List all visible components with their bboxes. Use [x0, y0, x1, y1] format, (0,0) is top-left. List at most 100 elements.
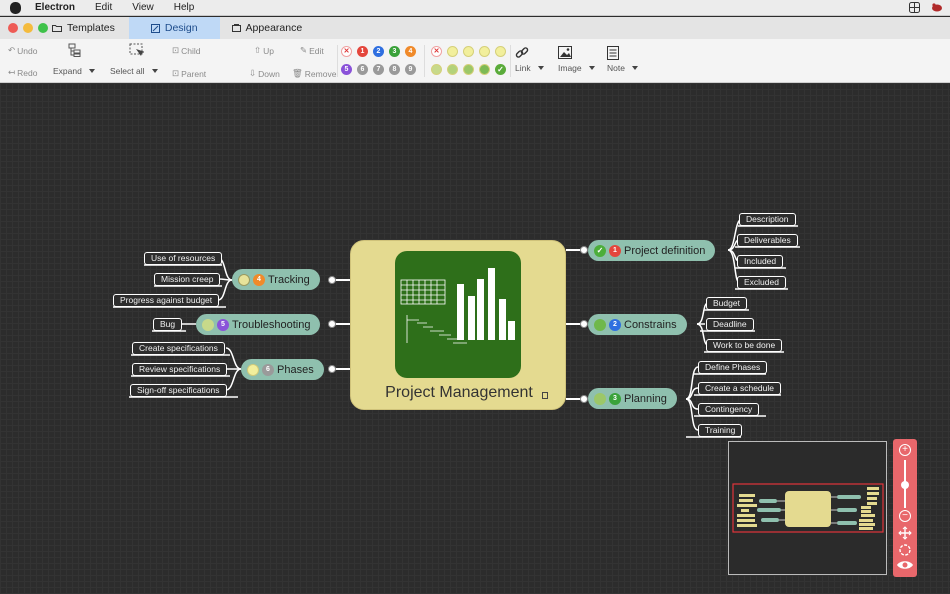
collapse-toggle[interactable]	[328, 365, 336, 373]
progress-0-icon[interactable]	[447, 46, 458, 57]
window-titlebar: Templates Design Appearance	[0, 17, 950, 39]
priority-7-icon[interactable]: 7	[373, 64, 384, 75]
undo-button[interactable]: ↶Undo	[8, 45, 38, 56]
subtopic[interactable]: Mission creep	[154, 273, 221, 286]
note-indicator-icon[interactable]	[542, 392, 548, 399]
arrow-down-icon: ⇩	[249, 68, 257, 78]
subtopic[interactable]: Progress against budget	[113, 294, 220, 307]
expand-dropdown[interactable]: Expand	[53, 66, 95, 76]
topic-tracking[interactable]: 4 Tracking	[232, 269, 320, 290]
subtopic[interactable]: Create specifications	[132, 342, 225, 355]
subtopic[interactable]: Define Phases	[698, 361, 768, 374]
select-all-icon[interactable]	[129, 43, 144, 57]
collapse-toggle[interactable]	[580, 246, 588, 254]
priority-4-icon[interactable]: 4	[405, 46, 416, 57]
progress-6-icon[interactable]	[463, 64, 474, 75]
subtopic[interactable]: Sign-off specifications	[130, 384, 227, 397]
progress-5-icon[interactable]	[447, 64, 458, 75]
note-icon[interactable]	[607, 46, 619, 60]
subtopic[interactable]: Contingency	[698, 403, 760, 416]
progress-icon	[594, 392, 606, 405]
priority-8-icon[interactable]: 8	[389, 64, 400, 75]
priority-1-icon[interactable]: 1	[357, 46, 368, 57]
zoom-out-button[interactable]: −	[899, 510, 911, 522]
progress-done-icon[interactable]: ✓	[495, 64, 506, 75]
redo-button[interactable]: ↤Redo	[8, 67, 38, 78]
zoom-window-button[interactable]	[38, 23, 48, 33]
subtopic[interactable]: Included	[737, 255, 784, 268]
subtopic[interactable]: Work to be done	[706, 339, 783, 352]
tab-design[interactable]: Design	[128, 17, 220, 39]
eye-icon[interactable]	[896, 559, 914, 571]
progress-1-icon[interactable]	[463, 46, 474, 57]
priority-3-icon: 3	[609, 392, 621, 405]
progress-2-icon[interactable]	[479, 46, 490, 57]
priority-5-icon[interactable]: 5	[341, 64, 352, 75]
priority-6-icon[interactable]: 6	[357, 64, 368, 75]
topic-planning[interactable]: 3 Planning	[588, 388, 677, 409]
subtopic[interactable]: Budget	[706, 297, 747, 310]
menu-app[interactable]: Electron	[35, 1, 76, 13]
zoom-slider-handle[interactable]	[901, 481, 909, 489]
collapse-toggle[interactable]	[328, 320, 336, 328]
topic-constrains[interactable]: 2 Constrains	[588, 314, 687, 335]
subtopic[interactable]: Description	[739, 213, 796, 226]
subtopic[interactable]: Excluded	[737, 276, 786, 289]
move-up-button[interactable]: ⇧Up	[254, 45, 274, 56]
image-icon[interactable]	[558, 46, 572, 59]
priority-6-icon: 6	[262, 363, 274, 376]
topic-phases[interactable]: 6 Phases	[241, 359, 324, 380]
priority-3-icon[interactable]: 3	[389, 46, 400, 57]
toolbar: ↶Undo ↤Redo Expand Select all ⊡Child ⊡Pa…	[0, 39, 950, 83]
input-source-icon[interactable]	[909, 2, 920, 13]
minimize-window-button[interactable]	[23, 23, 33, 33]
select-all-dropdown[interactable]: Select all	[110, 66, 158, 76]
topic-troubleshooting[interactable]: 5 Troubleshooting	[196, 314, 321, 335]
topic-project-definition[interactable]: ✓ 1 Project definition	[588, 240, 716, 261]
link-dropdown[interactable]: Link	[515, 63, 544, 73]
collapse-toggle[interactable]	[328, 276, 336, 284]
move-icon[interactable]	[898, 526, 912, 540]
progress-clear-icon[interactable]: ✕	[431, 46, 442, 57]
subtopic[interactable]: Deadline	[706, 318, 754, 331]
image-dropdown[interactable]: Image	[558, 63, 595, 73]
menu-view[interactable]: View	[132, 1, 154, 13]
remove-button[interactable]: 🗑Remove	[292, 68, 337, 79]
subtopic[interactable]: Create a schedule	[698, 382, 781, 395]
subtopic[interactable]: Training	[698, 424, 743, 437]
status-bug-icon[interactable]	[930, 2, 944, 13]
progress-3-icon[interactable]	[495, 46, 506, 57]
minimap[interactable]	[728, 441, 887, 575]
menu-help[interactable]: Help	[173, 1, 195, 13]
add-child-button[interactable]: ⊡Child	[172, 45, 201, 56]
priority-clear-icon[interactable]: ✕	[341, 46, 352, 57]
central-topic[interactable]: Project Management	[350, 240, 566, 410]
progress-7-icon[interactable]	[479, 64, 490, 75]
add-parent-button[interactable]: ⊡Parent	[172, 68, 207, 79]
subtopic[interactable]: Review specifications	[132, 363, 228, 376]
fit-center-icon[interactable]	[898, 543, 912, 557]
mindmap-canvas[interactable]: Project Management ✓ 1 Project definitio…	[0, 83, 950, 594]
toolbar-divider	[337, 45, 338, 77]
priority-9-icon[interactable]: 9	[405, 64, 416, 75]
subtopic[interactable]: Deliverables	[737, 234, 798, 247]
note-dropdown[interactable]: Note	[607, 63, 638, 73]
zoom-in-button[interactable]: +	[899, 444, 911, 456]
tab-appearance-label: Appearance	[245, 22, 303, 34]
collapse-toggle[interactable]	[580, 320, 588, 328]
expand-icon[interactable]	[68, 43, 82, 57]
subtopic[interactable]: Bug	[153, 318, 183, 331]
edit-button[interactable]: ✎Edit	[300, 45, 324, 56]
move-down-button[interactable]: ⇩Down	[249, 68, 280, 79]
apple-icon[interactable]	[10, 1, 21, 14]
topic-label: Project definition	[624, 244, 706, 257]
menu-edit[interactable]: Edit	[95, 1, 113, 13]
priority-2-icon[interactable]: 2	[373, 46, 384, 57]
link-icon[interactable]	[515, 46, 529, 60]
tab-appearance[interactable]: Appearance	[220, 17, 315, 39]
collapse-toggle[interactable]	[580, 395, 588, 403]
subtopic[interactable]: Use of resources	[144, 252, 223, 265]
tab-templates[interactable]: Templates	[48, 17, 129, 39]
progress-4-icon[interactable]	[431, 64, 442, 75]
close-window-button[interactable]	[8, 23, 18, 33]
